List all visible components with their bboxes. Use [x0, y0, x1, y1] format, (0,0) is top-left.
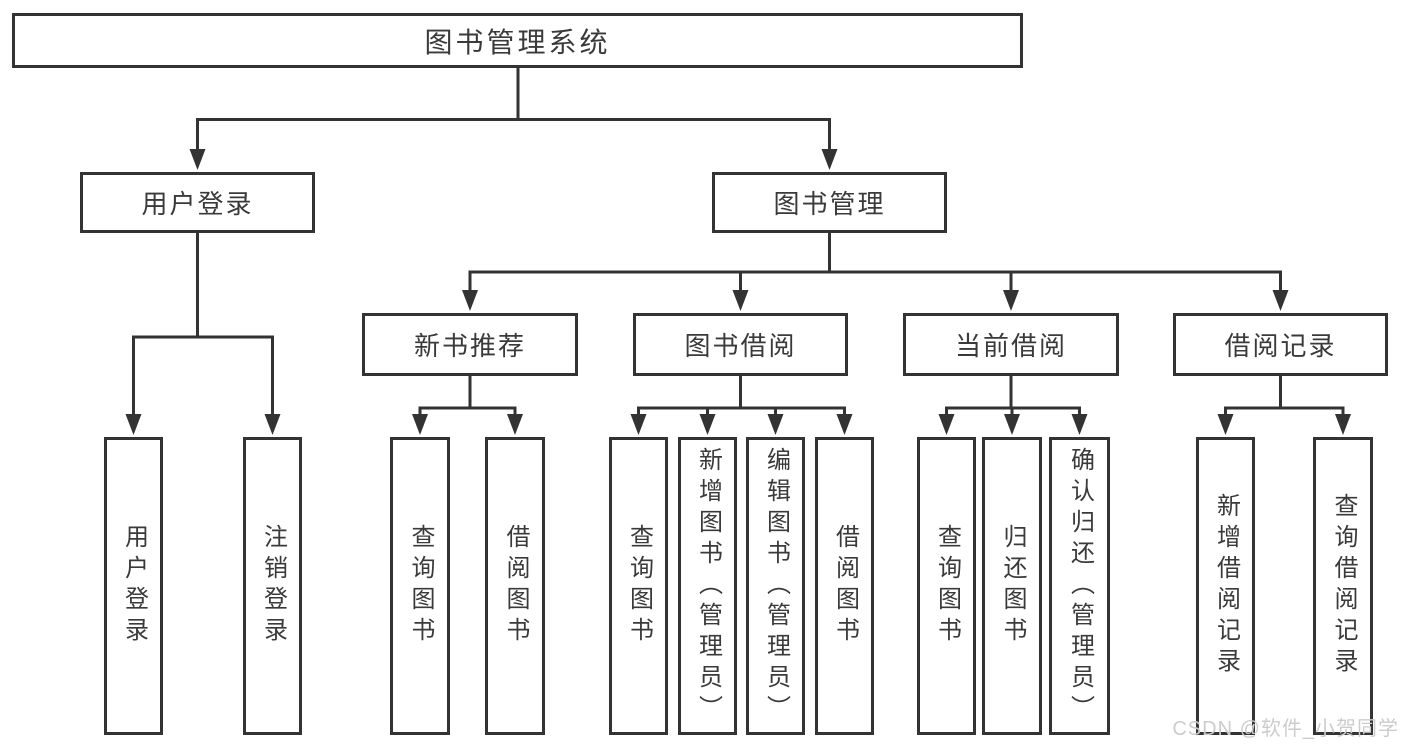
- node-label: 查询图书: [933, 524, 961, 648]
- arrowhead-icon: [1003, 290, 1019, 311]
- leaf-logout: 注销登录: [243, 437, 302, 735]
- leaf-query-books-current: 查询图书: [917, 437, 976, 735]
- arrowhead-icon: [1071, 414, 1088, 435]
- node-label: 借阅图书: [502, 524, 529, 648]
- node-new-book-recommend: 新书推荐: [362, 313, 578, 376]
- node-label: 图书管理系统: [424, 26, 611, 58]
- arrowhead-icon: [507, 414, 523, 435]
- node-label: 注销登录: [259, 524, 287, 648]
- leaf-add-borrow-record: 新增借阅记录: [1196, 437, 1255, 735]
- arrowhead-icon: [1272, 290, 1289, 311]
- leaf-query-books-recommend: 查询图书: [390, 437, 450, 735]
- node-borrowing-records: 借阅记录: [1173, 313, 1388, 376]
- node-label: 用户登录: [120, 524, 148, 648]
- node-label: 当前借阅: [954, 331, 1067, 361]
- arrowhead-icon: [412, 414, 428, 435]
- node-current-borrowing: 当前借阅: [903, 313, 1119, 376]
- node-user-login: 用户登录: [80, 172, 315, 233]
- arrowhead-icon: [821, 149, 838, 170]
- leaf-return-books: 归还图书: [982, 437, 1042, 735]
- leaf-query-borrow-record: 查询借阅记录: [1313, 437, 1373, 735]
- arrowhead-icon: [125, 414, 142, 435]
- leaf-borrow-books-recommend: 借阅图书: [485, 437, 545, 735]
- node-label: 查询借阅记录: [1330, 493, 1357, 679]
- node-label: 新增借阅记录: [1212, 493, 1240, 679]
- node-label: 查询图书: [407, 524, 434, 648]
- arrowhead-icon: [699, 414, 716, 435]
- csdn-watermark: CSDN @软件_小贺同学: [1172, 718, 1399, 740]
- node-label: 用户登录: [141, 189, 254, 219]
- arrowhead-icon: [630, 414, 647, 435]
- node-label: 图书管理: [773, 189, 886, 219]
- arrowhead-icon: [767, 414, 784, 435]
- arrowhead-icon: [462, 290, 478, 311]
- node-label: 借阅记录: [1224, 331, 1337, 361]
- leaf-edit-book-admin: 编辑图书（管理员）: [746, 437, 805, 735]
- node-library-system: 图书管理系统: [12, 13, 1023, 68]
- node-label: 编辑图书（管理员）: [762, 446, 790, 726]
- node-label: 查询图书: [625, 524, 653, 648]
- node-label: 图书借阅: [684, 331, 797, 361]
- arrowhead-icon: [1335, 414, 1351, 435]
- node-label: 新书推荐: [413, 331, 526, 361]
- node-label: 新增图书（管理员）: [694, 446, 722, 726]
- node-book-management: 图书管理: [712, 172, 947, 233]
- arrowhead-icon: [189, 149, 206, 170]
- leaf-confirm-return-admin: 确认归还（管理员）: [1049, 437, 1110, 735]
- node-label: 归还图书: [999, 524, 1026, 648]
- node-label: 借阅图书: [831, 524, 859, 648]
- arrowhead-icon: [732, 290, 749, 311]
- arrowhead-icon: [1217, 414, 1234, 435]
- leaf-user-login: 用户登录: [104, 437, 163, 735]
- arrowhead-icon: [264, 414, 281, 435]
- arrowhead-icon: [836, 414, 853, 435]
- leaf-borrow-books-borrowing: 借阅图书: [815, 437, 874, 735]
- arrowhead-icon: [938, 414, 955, 435]
- leaf-query-books-borrowing: 查询图书: [609, 437, 668, 735]
- arrowhead-icon: [1004, 414, 1020, 435]
- node-book-borrowing: 图书借阅: [633, 313, 848, 376]
- leaf-add-book-admin: 新增图书（管理员）: [678, 437, 737, 735]
- node-label: 确认归还（管理员）: [1066, 446, 1094, 726]
